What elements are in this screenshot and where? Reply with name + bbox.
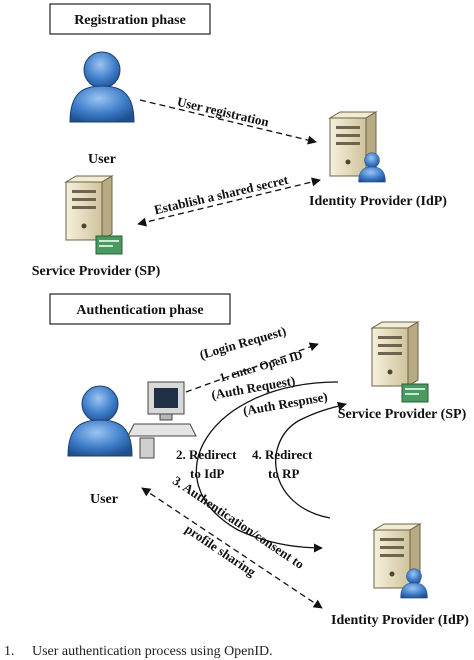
server-icon [371,321,419,387]
server-icon [65,175,113,241]
redirect-idp-label-2: to IdP [190,466,224,481]
user-icon [69,51,135,123]
redirect-rp-label-2: to RP [268,466,299,481]
registration-idp-label: Identity Provider (IdP) [309,194,447,209]
edge-authentication-consent [141,487,323,609]
registration-phase-title: Registration phase [74,13,186,28]
registration-sp-label: Service Provider (SP) [32,264,161,279]
authentication-phase-title: Authentication phase [76,303,203,318]
authentication-user-label: User [90,492,118,507]
edge-shared-secret [137,177,321,227]
edge-user-registration [139,99,317,145]
user-icon [67,385,133,457]
authentication-sp-label: Service Provider (SP) [338,407,467,422]
registration-user-label: User [88,152,116,167]
edge-shared-secret-label: Establish a shared secret [153,172,291,218]
authentication-idp-label: Identity Provider (IdP) [331,613,469,628]
redirect-rp-label-1: 4. Redirect [252,447,313,462]
edge-enter-openid [185,342,319,393]
registration-phase-box: Registration phase [49,3,211,35]
authentication-phase-box: Authentication phase [49,293,231,325]
card-icon [95,235,123,255]
caption-number: 1. [4,644,15,659]
computer-icon [127,381,197,459]
card-icon [401,383,429,403]
redirect-idp-label-1: 2. Redirect [176,447,237,462]
caption-text: User authentication process using OpenID… [32,644,273,659]
